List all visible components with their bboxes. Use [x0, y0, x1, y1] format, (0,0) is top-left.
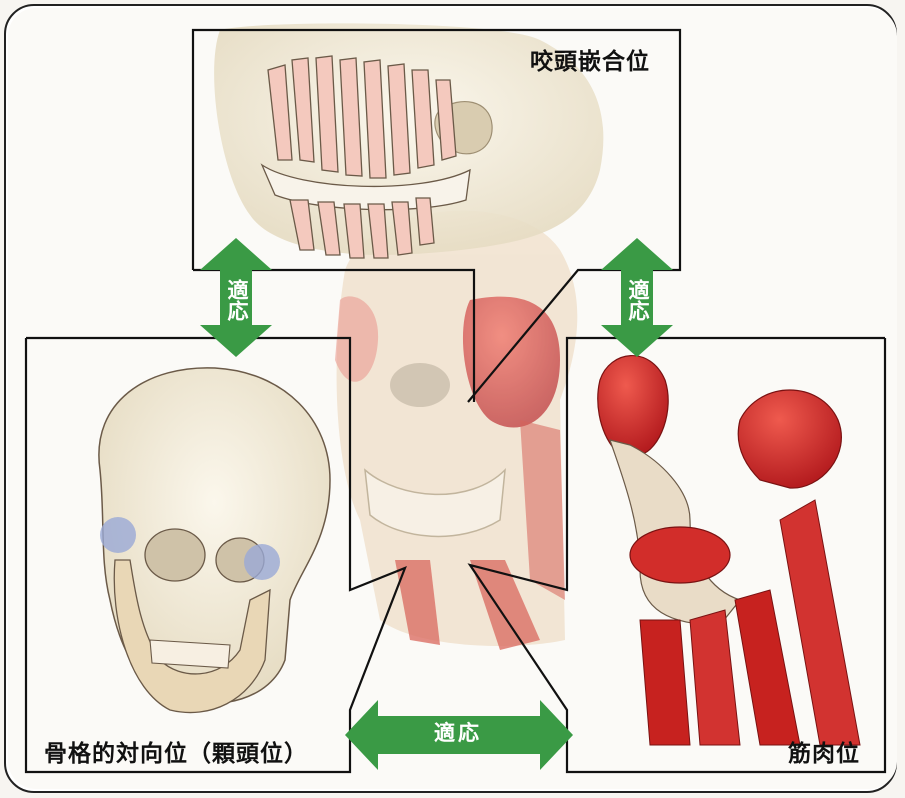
right-arrow-label: 適応 — [625, 272, 649, 328]
left-arrow-label: 適応 — [224, 272, 248, 328]
right-panel-label: 筋肉位 — [788, 734, 860, 768]
left-panel-label: 骨格的対向位（顆頭位） — [44, 734, 308, 768]
top-panel-label: 咬頭嵌合位 — [530, 42, 650, 76]
bottom-arrow-label: 適応 — [408, 722, 508, 745]
